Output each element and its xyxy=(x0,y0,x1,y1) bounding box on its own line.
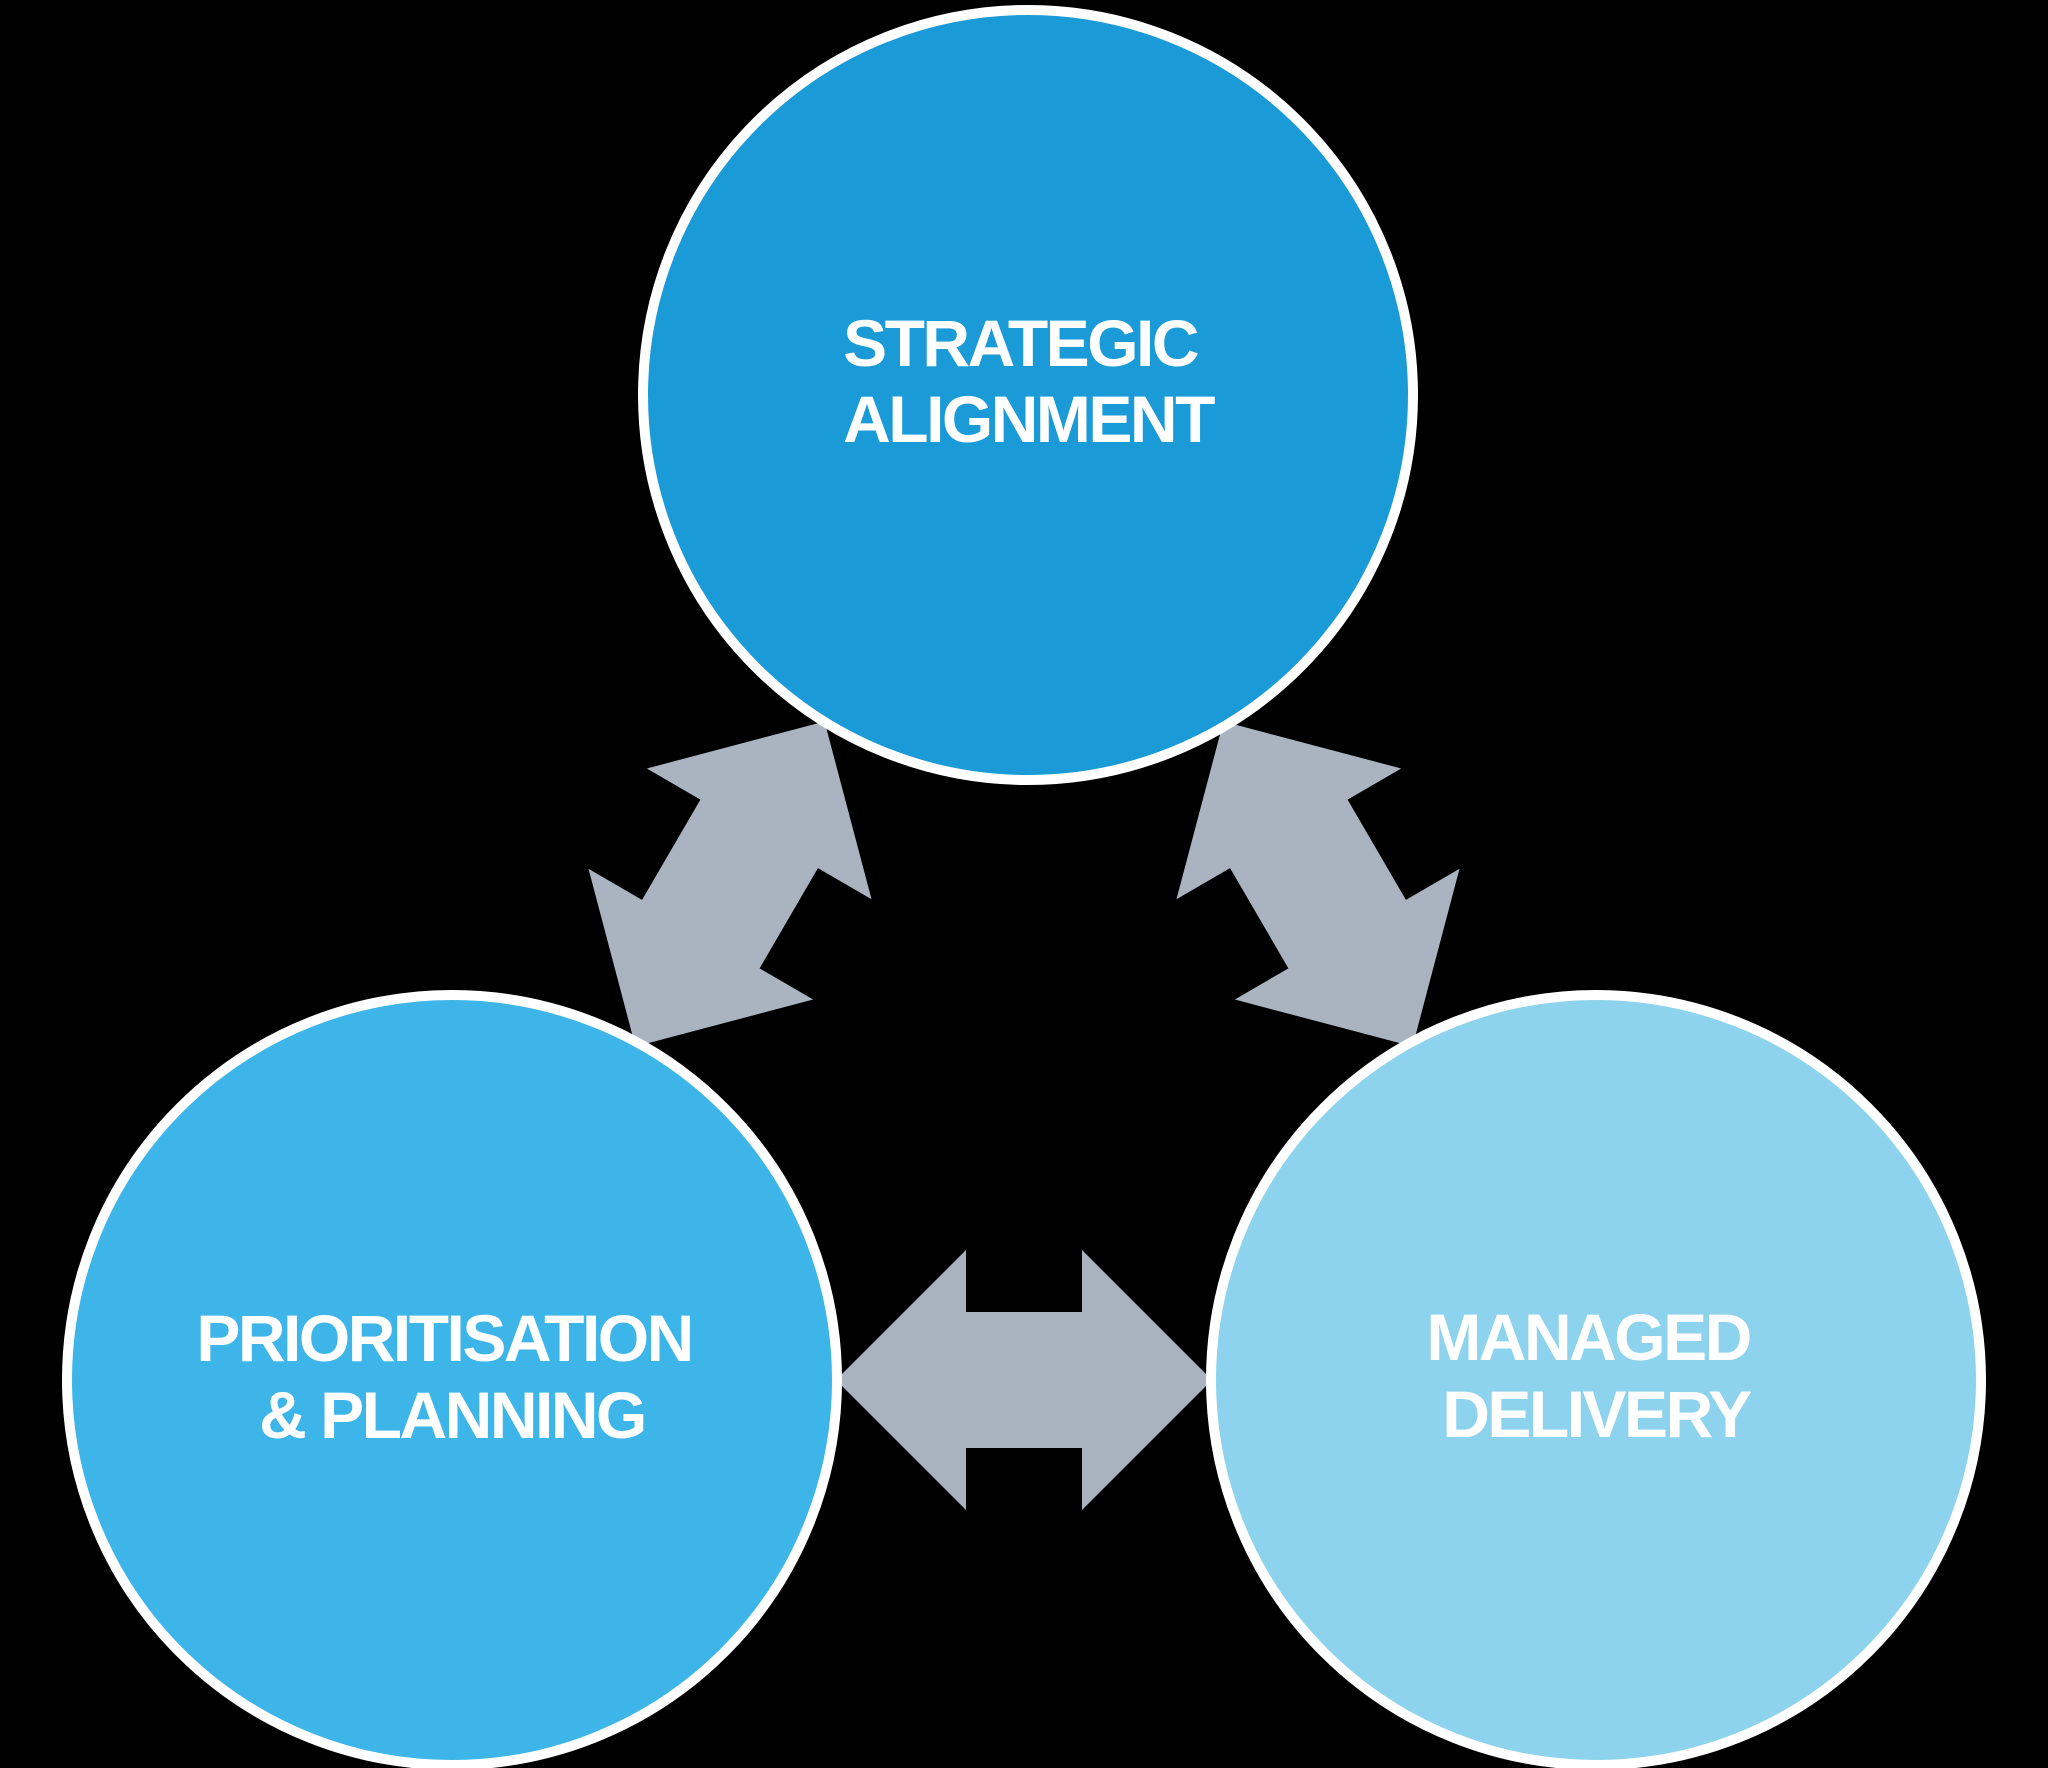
node-managed-delivery-circle xyxy=(1206,990,1986,1768)
node-strategic-alignment-label-line2: ALIGNMENT xyxy=(843,382,1215,456)
double-arrow-icon-top-right xyxy=(1176,721,1460,1047)
connector-arrows xyxy=(588,721,1460,1510)
node-managed-delivery-label-line1: MANAGED xyxy=(1426,1300,1750,1374)
node-prioritisation-planning-label-line1: PRIORITISATION xyxy=(196,1301,691,1375)
node-strategic-alignment-label-line1: STRATEGIC xyxy=(843,306,1198,380)
double-arrow-icon-bottom xyxy=(836,1250,1212,1510)
node-prioritisation-planning-circle xyxy=(62,990,842,1768)
node-strategic-alignment-label: STRATEGIC ALIGNMENT xyxy=(843,306,1215,456)
node-managed-delivery-label: MANAGED DELIVERY xyxy=(1426,1300,1765,1451)
node-managed-delivery: MANAGED DELIVERY xyxy=(1206,990,1986,1768)
node-prioritisation-planning-label: PRIORITISATION & PLANNING xyxy=(196,1301,707,1452)
node-strategic-alignment: STRATEGIC ALIGNMENT xyxy=(638,5,1418,785)
node-managed-delivery-label-line2: DELIVERY xyxy=(1442,1377,1751,1451)
double-arrow-icon-top-left xyxy=(588,721,872,1047)
node-strategic-alignment-circle xyxy=(638,5,1418,785)
node-prioritisation-planning: PRIORITISATION & PLANNING xyxy=(62,990,842,1768)
node-prioritisation-planning-label-line2: & PLANNING xyxy=(259,1378,645,1452)
